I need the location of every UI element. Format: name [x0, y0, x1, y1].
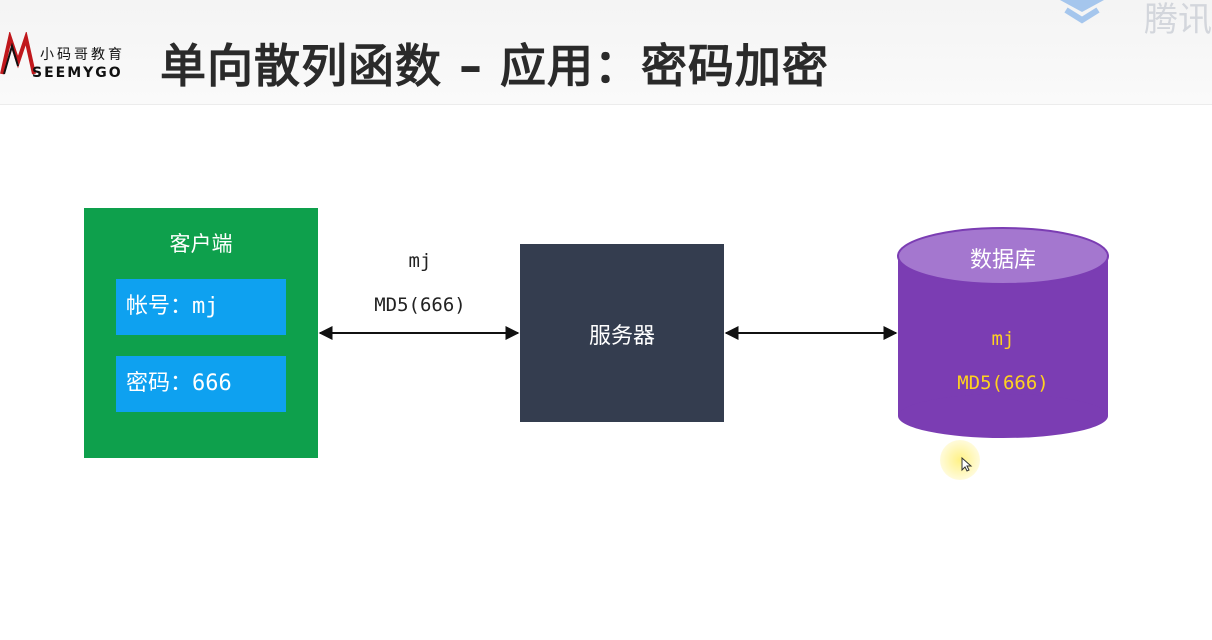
- header-bar: 小码哥教育 SEEMYGO 单向散列函数 – 应用：密码加密 腾讯: [0, 0, 1212, 105]
- database-cylinder: [897, 227, 1109, 438]
- logo-en-text: SEEMYGO: [32, 65, 123, 81]
- client-box: 客户端 帐号：mj 密码：666: [84, 208, 318, 458]
- transfer-username: mj: [408, 250, 432, 272]
- seemygo-logo: 小码哥教育 SEEMYGO: [0, 28, 150, 88]
- server-label: 服务器: [588, 324, 655, 349]
- logo-mark-icon: [0, 32, 36, 75]
- server-box: 服务器: [520, 244, 724, 422]
- mouse-cursor-icon: [961, 456, 973, 472]
- account-field: 帐号：mj: [116, 279, 286, 335]
- logo-cn-text: 小码哥教育: [40, 47, 125, 63]
- database-hash: MD5(666): [957, 372, 1049, 394]
- client-title: 客户端: [169, 232, 233, 256]
- database-username: mj: [991, 328, 1015, 350]
- tencent-watermark-icon: [1060, 0, 1104, 24]
- cursor-highlight: [940, 440, 980, 480]
- watermark-text: 腾讯: [1144, 0, 1212, 40]
- database-title: 数据库: [969, 248, 1036, 273]
- slide-title: 单向散列函数 – 应用：密码加密: [160, 39, 830, 93]
- transfer-hash: MD5(666): [374, 294, 466, 316]
- password-field: 密码：666: [116, 356, 286, 412]
